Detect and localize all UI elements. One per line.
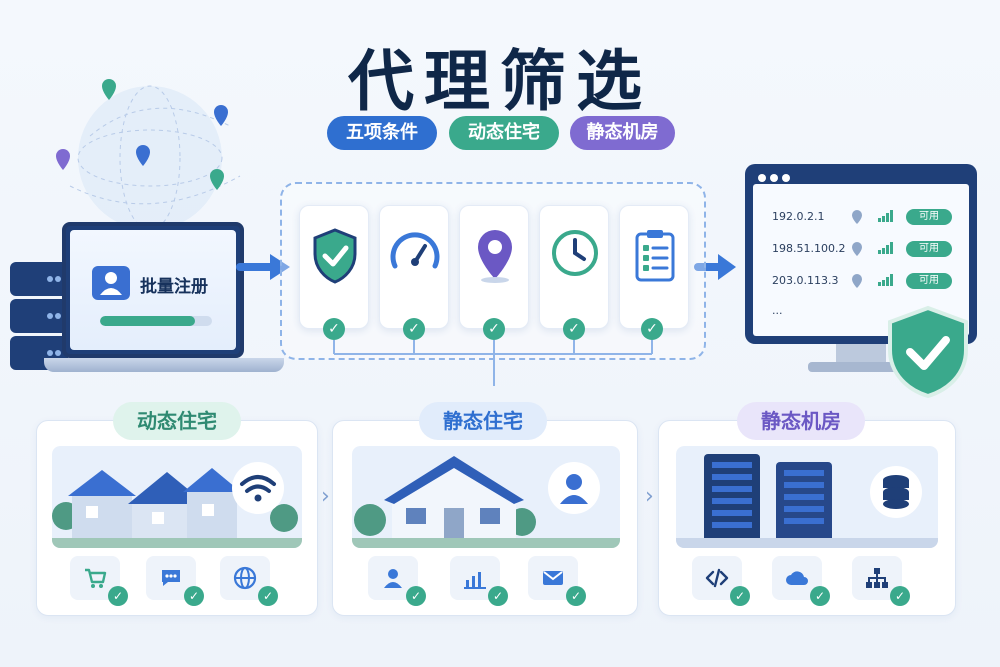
check-icon: ✓ (323, 318, 345, 340)
status-badge: 可用 (906, 273, 952, 289)
location-pin-icon (852, 210, 862, 224)
shield-check-icon (888, 305, 968, 399)
criteria-card-uptime (539, 205, 609, 329)
check-icon: ✓ (108, 586, 128, 606)
datacenter-illustration (676, 446, 938, 548)
check-icon: ✓ (483, 318, 505, 340)
location-pin-icon (478, 230, 512, 283)
checklist-icon (635, 230, 675, 282)
criteria-card-speed (379, 205, 449, 329)
status-badge: 可用 (906, 209, 952, 225)
signal-icon (878, 242, 893, 254)
code-icon (705, 568, 729, 588)
register-progress-bar (100, 316, 212, 326)
window-dot (758, 174, 766, 182)
ip-row: 203.0.113.3 可用 (760, 266, 960, 298)
cart-icon (85, 568, 107, 588)
location-pin-icon (852, 274, 862, 288)
chevron-right-icon: › (321, 484, 330, 509)
check-icon: ✓ (184, 586, 204, 606)
feature-developer: ✓ (692, 556, 750, 606)
status-badge: 可用 (906, 241, 952, 257)
laptop-base (44, 358, 284, 372)
chat-icon (162, 570, 180, 586)
monitor-stand (836, 344, 886, 362)
cloud-icon (786, 571, 808, 585)
check-icon: ✓ (563, 318, 585, 340)
check-icon: ✓ (258, 586, 278, 606)
panel-title: 静态住宅 (419, 402, 547, 440)
ip-row: 198.51.100.2 可用 (760, 234, 960, 266)
check-icon: ✓ (641, 318, 663, 340)
feature-analytics: ✓ (450, 556, 508, 606)
check-icon: ✓ (810, 586, 830, 606)
feature-web: ✓ (220, 556, 278, 606)
mail-icon (543, 571, 563, 585)
ip-address: 198.51.100.2 (772, 242, 846, 255)
signal-icon (878, 210, 893, 222)
check-icon: ✓ (403, 318, 425, 340)
register-progress-fill (100, 316, 196, 326)
criteria-card-location (459, 205, 529, 329)
panel-title: 动态住宅 (113, 402, 241, 440)
more-indicator: ... (772, 304, 783, 317)
check-icon: ✓ (488, 586, 508, 606)
globe-icon (233, 566, 257, 590)
bar-chart-icon (464, 572, 486, 589)
feature-cloud: ✓ (772, 556, 830, 606)
check-icon: ✓ (890, 586, 910, 606)
feature-social: ✓ (146, 556, 204, 606)
residential-houses-illustration (52, 446, 302, 548)
feature-mail: ✓ (528, 556, 586, 606)
ip-address: 203.0.113.3 (772, 274, 839, 287)
monitor-foot (808, 362, 916, 372)
server-rack-icon (10, 262, 68, 370)
location-pin-icon (852, 242, 862, 256)
signal-icon (878, 274, 893, 286)
feature-account: ✓ (368, 556, 426, 606)
tag-static-datacenter: 静态机房 (570, 116, 675, 150)
check-icon: ✓ (566, 586, 586, 606)
window-dot (782, 174, 790, 182)
network-icon (866, 568, 888, 588)
single-house-illustration (352, 446, 620, 548)
chevron-right-icon: › (645, 484, 654, 509)
globe-network-icon (56, 79, 241, 226)
window-dot (770, 174, 778, 182)
tag-five-conditions: 五项条件 (327, 116, 437, 150)
criteria-card-checklist (619, 205, 689, 329)
batch-register-label: 批量注册 (140, 277, 208, 297)
speedometer-icon (390, 232, 440, 269)
shield-check-icon (313, 228, 357, 284)
tag-dynamic-residential: 动态住宅 (449, 116, 559, 150)
feature-network: ✓ (852, 556, 910, 606)
merge-connector (333, 340, 653, 386)
check-icon: ✓ (406, 586, 426, 606)
feature-ecommerce: ✓ (70, 556, 128, 606)
panel-title: 静态机房 (737, 402, 865, 440)
clock-icon (552, 230, 598, 276)
criteria-card-security (299, 205, 369, 329)
user-icon (384, 569, 402, 588)
arrow-right-icon (694, 254, 736, 280)
ip-address: 192.0.2.1 (772, 210, 825, 223)
ip-row: 192.0.2.1 可用 (760, 202, 960, 234)
check-icon: ✓ (730, 586, 750, 606)
page-title: 代理筛选 (348, 43, 652, 120)
user-card-icon (92, 266, 130, 300)
